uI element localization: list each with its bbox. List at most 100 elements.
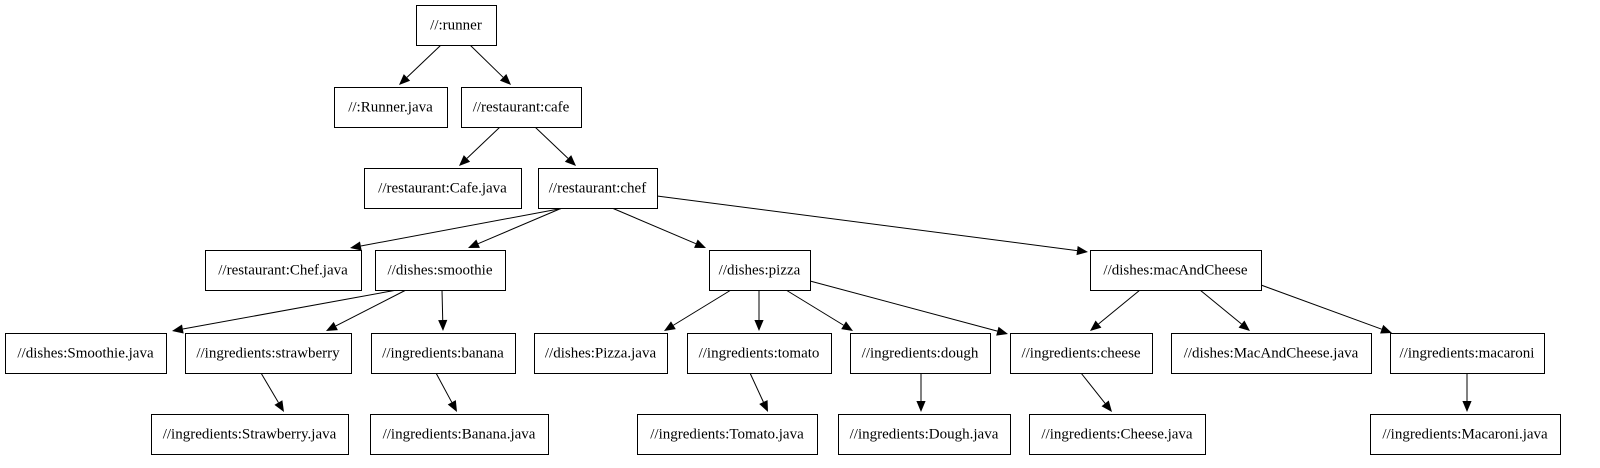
node-label: //dishes:Smoothie.java (17, 345, 154, 361)
node-box[interactable] (1390, 333, 1545, 374)
node-box[interactable] (709, 250, 811, 291)
edge-arrowhead-icon (694, 239, 706, 248)
graph-edge (1080, 372, 1112, 412)
edge-arrowhead-icon (350, 241, 362, 251)
edge-line (466, 126, 501, 159)
node-box[interactable] (5, 333, 167, 374)
graph-node-dishes_macandcheese_java[interactable]: //dishes:MacAndCheese.java (1171, 333, 1372, 374)
node-label: //ingredients:macaroni (1400, 345, 1535, 361)
graph-node-dishes_smoothie[interactable]: //dishes:smoothie (375, 250, 506, 291)
edge-arrowhead-icon (399, 74, 411, 85)
edge-arrowhead-icon (1380, 324, 1392, 334)
graph-node-dishes_pizza[interactable]: //dishes:pizza (709, 250, 811, 291)
edge-arrowhead-icon (326, 321, 338, 331)
node-box[interactable] (370, 414, 549, 455)
node-box[interactable] (185, 333, 352, 374)
graph-node-ing_macaroni_java[interactable]: //ingredients:Macaroni.java (1370, 414, 1561, 455)
node-box[interactable] (334, 87, 448, 128)
graph-node-ing_banana_java[interactable]: //ingredients:Banana.java (370, 414, 549, 455)
graph-edge (1090, 289, 1141, 331)
graph-node-dishes_smoothie_java[interactable]: //dishes:Smoothie.java (5, 333, 167, 374)
graph-node-ing_tomato_java[interactable]: //ingredients:Tomato.java (637, 414, 818, 455)
node-label: //ingredients:Dough.java (850, 426, 999, 442)
edge-arrowhead-icon (438, 319, 448, 331)
edge-line (469, 44, 504, 78)
node-box[interactable] (416, 5, 497, 46)
node-box[interactable] (1029, 414, 1206, 455)
graph-node-dishes_pizza_java[interactable]: //dishes:Pizza.java (534, 333, 668, 374)
edge-line (260, 372, 279, 403)
edge-line (360, 207, 565, 247)
edge-arrowhead-icon (564, 155, 576, 166)
graph-edge (749, 372, 768, 412)
node-box[interactable] (1010, 333, 1153, 374)
graph-node-ing_macaroni[interactable]: //ingredients:macaroni (1390, 333, 1545, 374)
graph-node-ing_banana[interactable]: //ingredients:banana (371, 333, 516, 374)
graph-node-ing_strawberry[interactable]: //ingredients:strawberry (185, 333, 352, 374)
graph-node-ing_dough_java[interactable]: //ingredients:Dough.java (838, 414, 1011, 455)
graph-node-dishes_macandcheese[interactable]: //dishes:macAndCheese (1090, 250, 1262, 291)
graph-node-ing_tomato[interactable]: //ingredients:tomato (687, 333, 832, 374)
node-label: //dishes:smoothie (388, 262, 493, 278)
graph-node-restaurant_chef[interactable]: //restaurant:chef (538, 168, 658, 209)
node-label: //ingredients:strawberry (196, 345, 340, 361)
node-label: //dishes:macAndCheese (1103, 262, 1247, 278)
edge-line (1260, 284, 1382, 330)
graph-edge (611, 207, 706, 248)
graph-edge (1462, 373, 1472, 412)
edge-arrowhead-icon (664, 321, 676, 331)
graph-node-restaurant_chef_java[interactable]: //restaurant:Chef.java (205, 250, 362, 291)
node-box[interactable] (1090, 250, 1262, 291)
node-box[interactable] (687, 333, 832, 374)
edge-arrowhead-icon (447, 400, 457, 412)
node-label: //restaurant:chef (549, 180, 646, 196)
edge-line (1199, 289, 1242, 325)
node-label: //ingredients:cheese (1021, 345, 1140, 361)
edge-line (335, 289, 407, 327)
node-box[interactable] (151, 414, 349, 455)
graph-edge (350, 207, 565, 251)
node-label: //dishes:MacAndCheese.java (1184, 345, 1359, 361)
graph-node-ing_strawberry_java[interactable]: //ingredients:Strawberry.java (151, 414, 349, 455)
node-label: //dishes:Pizza.java (545, 345, 657, 361)
graph-node-runner[interactable]: //:runner (416, 5, 497, 46)
node-box[interactable] (205, 250, 362, 291)
edge-line (406, 44, 442, 78)
graph-node-ing_dough[interactable]: //ingredients:dough (850, 333, 991, 374)
node-box[interactable] (1370, 414, 1561, 455)
graph-edge (785, 289, 853, 331)
node-label: //ingredients:dough (862, 345, 979, 361)
graph-edge (664, 289, 732, 331)
node-box[interactable] (375, 250, 506, 291)
graph-edge (534, 126, 576, 166)
node-box[interactable] (637, 414, 818, 455)
nodes-layer: //:runner //:Runner.java //restaurant:cafe… (5, 5, 1561, 455)
node-label: //restaurant:cafe (473, 99, 570, 115)
graph-node-restaurant_cafe_java[interactable]: //restaurant:Cafe.java (364, 168, 522, 209)
edge-arrowhead-icon (274, 400, 284, 412)
graph-edge (435, 372, 457, 412)
graph-node-ing_cheese[interactable]: //ingredients:cheese (1010, 333, 1153, 374)
node-box[interactable] (850, 333, 991, 374)
graph-node-runner_java[interactable]: //:Runner.java (334, 87, 448, 128)
node-label: //ingredients:Banana.java (383, 426, 536, 442)
node-box[interactable] (461, 87, 582, 128)
node-label: //:Runner.java (348, 99, 433, 115)
graph-edge (469, 44, 511, 85)
node-box[interactable] (371, 333, 516, 374)
edge-line (785, 289, 844, 326)
graph-node-restaurant_cafe[interactable]: //restaurant:cafe (461, 87, 582, 128)
graph-edge (916, 373, 926, 412)
node-box[interactable] (534, 333, 668, 374)
edge-arrowhead-icon (468, 239, 480, 248)
node-box[interactable] (364, 168, 522, 209)
edge-line (673, 289, 732, 326)
graph-node-ing_cheese_java[interactable]: //ingredients:Cheese.java (1029, 414, 1206, 455)
node-box[interactable] (538, 168, 658, 209)
edge-line (656, 195, 1078, 252)
node-box[interactable] (838, 414, 1011, 455)
node-box[interactable] (1171, 333, 1372, 374)
edge-arrowhead-icon (1462, 401, 1472, 412)
edge-arrowhead-icon (754, 320, 764, 331)
edges-layer (172, 44, 1472, 412)
